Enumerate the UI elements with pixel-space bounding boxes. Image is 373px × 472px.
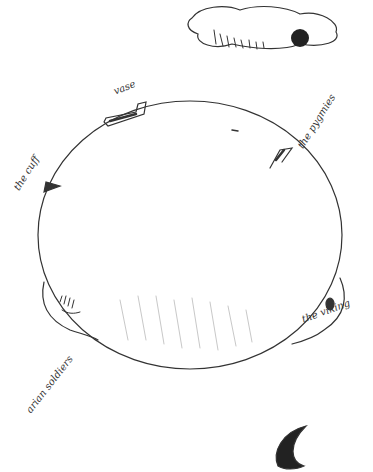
cuff-flag xyxy=(44,182,60,192)
vase-shadow xyxy=(110,114,136,121)
place-label: arian soldiers xyxy=(24,353,75,414)
place-label: the cuff xyxy=(11,154,41,193)
dark-ball xyxy=(291,29,309,47)
soldiers-bump xyxy=(43,282,98,340)
cloud-hatch xyxy=(214,30,264,49)
place-label: vase xyxy=(112,78,137,97)
soldiers-mark xyxy=(60,296,80,313)
shading xyxy=(120,296,252,350)
pygmies-flag-fill xyxy=(276,150,284,160)
place-label: the viking xyxy=(300,297,351,325)
pygmies-flag xyxy=(270,148,292,168)
cloud xyxy=(188,7,337,49)
place-label: the pygmies xyxy=(295,92,337,150)
crescent-moon xyxy=(276,426,306,469)
vase-mark xyxy=(104,102,146,126)
tick xyxy=(232,130,238,131)
